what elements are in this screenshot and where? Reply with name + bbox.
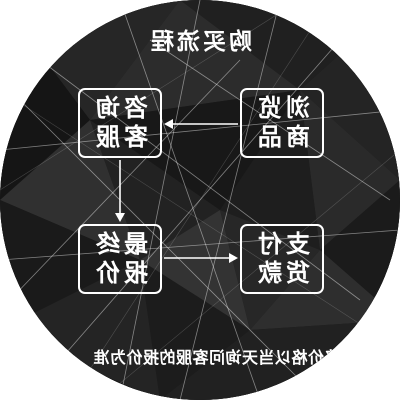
note-text: 商品最终价格以当天询问客服的报价为准: [92, 348, 390, 367]
note-label: 注：: [346, 323, 380, 343]
arrow-quote-to-pay: [164, 253, 238, 263]
arrow-consult-to-quote: [115, 160, 125, 222]
arrow-browse-to-consult: [164, 119, 238, 129]
